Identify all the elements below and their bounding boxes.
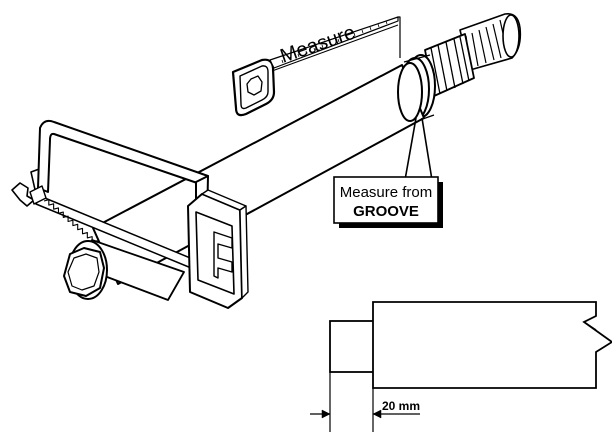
callout-text-line2: GROOVE <box>353 203 419 220</box>
dimension-label: 20 mm <box>382 399 420 413</box>
section-detail <box>329 301 612 389</box>
tape-measure-icon <box>231 16 401 117</box>
tape-measure-label: Measure <box>277 22 358 68</box>
dimension-20mm <box>310 372 420 432</box>
groove-callout <box>333 117 443 228</box>
tube-cut-end <box>63 239 185 301</box>
callout-text-line1: Measure from <box>340 184 433 201</box>
end-bracket <box>187 189 249 309</box>
